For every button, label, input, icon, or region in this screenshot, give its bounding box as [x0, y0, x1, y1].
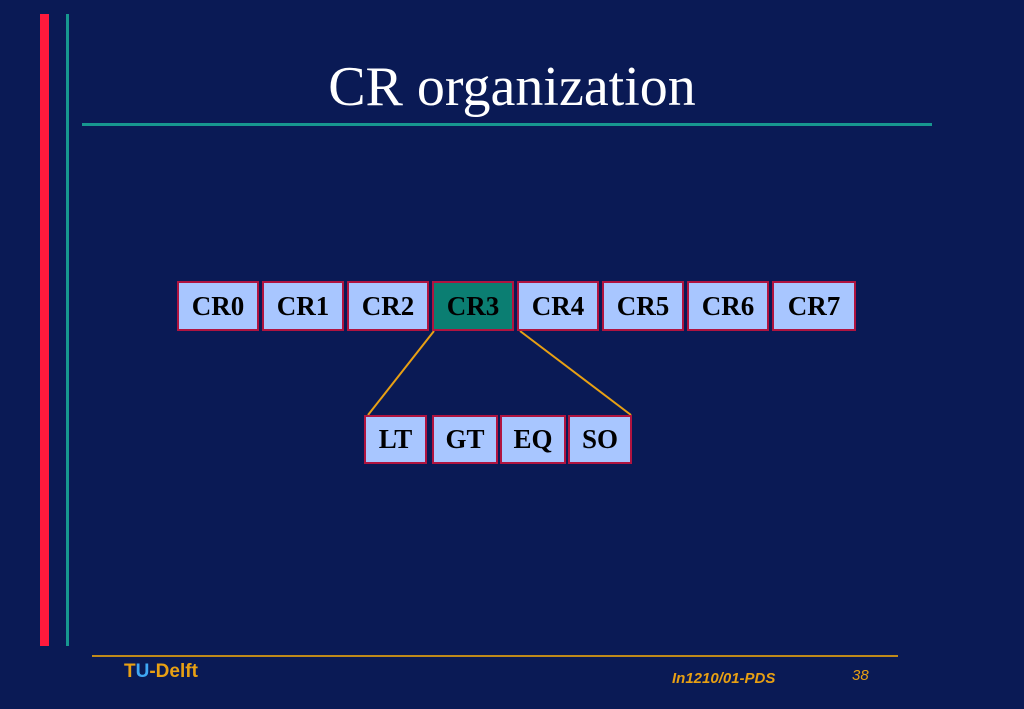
connector-line-left — [367, 330, 435, 416]
left-accent-bar-red — [40, 14, 49, 646]
register-cr3: CR3 — [432, 281, 514, 331]
logo-t: T — [124, 661, 136, 682]
register-cr6: CR6 — [687, 281, 769, 331]
register-cr2: CR2 — [347, 281, 429, 331]
register-cr5: CR5 — [602, 281, 684, 331]
register-cr0: CR0 — [177, 281, 259, 331]
field-so: SO — [568, 415, 632, 464]
footer-rule — [92, 655, 898, 657]
field-eq: EQ — [500, 415, 566, 464]
register-cr4: CR4 — [517, 281, 599, 331]
page-number: 38 — [852, 667, 869, 684]
register-cr1: CR1 — [262, 281, 344, 331]
field-gt: GT — [432, 415, 498, 464]
title-underline — [82, 123, 932, 126]
logo-u: U — [135, 661, 150, 682]
connector-line-right — [519, 330, 632, 416]
slide-title: CR organization — [328, 56, 696, 118]
course-code: In1210/01-PDS — [672, 670, 776, 687]
tu-delft-logo: TU-Delft — [124, 661, 198, 683]
register-cr7: CR7 — [772, 281, 856, 331]
field-lt: LT — [364, 415, 427, 464]
logo-rest: -Delft — [149, 661, 198, 682]
left-accent-bar-teal — [66, 14, 69, 646]
